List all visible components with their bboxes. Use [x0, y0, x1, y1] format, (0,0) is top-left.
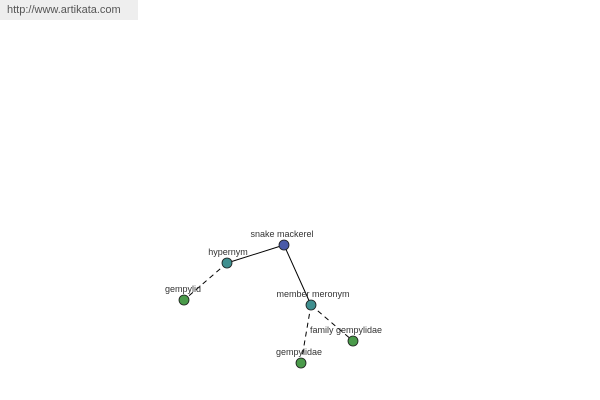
node-label-family-gempylidae: family gempylidae: [310, 325, 382, 335]
node-hypernym[interactable]: [221, 257, 233, 269]
node-label-gempylidae: gempylidae: [276, 347, 322, 357]
edge-member-meronym-gempylidae: [300, 304, 312, 364]
node-label-member-meronym: member meronym: [276, 289, 349, 299]
source-url[interactable]: http://www.artikata.com: [0, 0, 138, 20]
edge-root-hypernym: [226, 244, 285, 264]
node-member-meronym[interactable]: [305, 299, 317, 311]
node-label-hypernym: hypernym: [208, 247, 248, 257]
edge-member-meronym-family-gempylidae: [310, 304, 354, 342]
node-label-gempylid: gempylid: [165, 284, 201, 294]
edge-hypernym-gempylid: [183, 262, 228, 301]
node-gempylidae[interactable]: [295, 357, 307, 369]
node-root[interactable]: [278, 239, 290, 251]
node-family-gempylidae[interactable]: [347, 335, 359, 347]
node-gempylid[interactable]: [178, 294, 190, 306]
node-label-root: snake mackerel: [250, 229, 313, 239]
edge-root-member-meronym: [283, 244, 312, 306]
